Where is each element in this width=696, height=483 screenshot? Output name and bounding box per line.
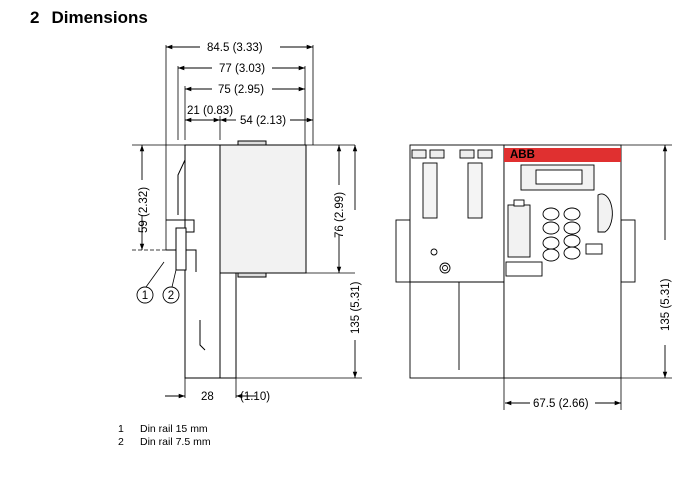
dim-base-28-inch: (1.10)	[240, 391, 270, 403]
dim-width-67-5: 67.5 (2.66)	[533, 398, 589, 410]
dim-overall-depth: 84.5 (3.33)	[207, 42, 263, 54]
legend: 1 Din rail 15 mm 2 Din rail 7.5 mm	[118, 423, 211, 449]
section-heading: 2 Dimensions	[30, 8, 148, 28]
dim-base-28: 28	[201, 391, 214, 403]
legend-number: 1	[118, 423, 124, 435]
legend-text: Din rail 15 mm	[140, 423, 208, 435]
callout-2: 2	[168, 290, 174, 302]
legend-number: 2	[118, 436, 124, 448]
legend-item: 1 Din rail 15 mm	[118, 423, 211, 436]
legend-item: 2 Din rail 7.5 mm	[118, 436, 211, 449]
dim-offset-21: 21 (0.83)	[187, 105, 233, 117]
legend-text: Din rail 7.5 mm	[140, 436, 211, 448]
callout-1: 1	[142, 290, 148, 302]
section-title: Dimensions	[51, 8, 148, 27]
dim-depth-54: 54 (2.13)	[240, 115, 286, 127]
dim-height-135-side: 135 (5.31)	[350, 281, 362, 334]
side-view	[132, 45, 362, 398]
callouts: 1 2	[136, 286, 180, 304]
dim-depth-77: 77 (3.03)	[219, 63, 265, 75]
front-view: ABB	[395, 144, 672, 410]
dim-depth-75: 75 (2.95)	[218, 84, 264, 96]
section-number: 2	[30, 8, 40, 27]
abb-logo: ABB	[510, 149, 535, 161]
dimension-lines	[139, 44, 668, 406]
dim-height-135-front: 135 (5.31)	[660, 278, 672, 331]
dim-height-76: 76 (2.99)	[334, 192, 346, 238]
dim-height-59: 59 (2.32)	[138, 187, 150, 233]
dimension-labels: 84.5 (3.33) 77 (3.03) 75 (2.95) 21 (0.83…	[138, 42, 672, 410]
